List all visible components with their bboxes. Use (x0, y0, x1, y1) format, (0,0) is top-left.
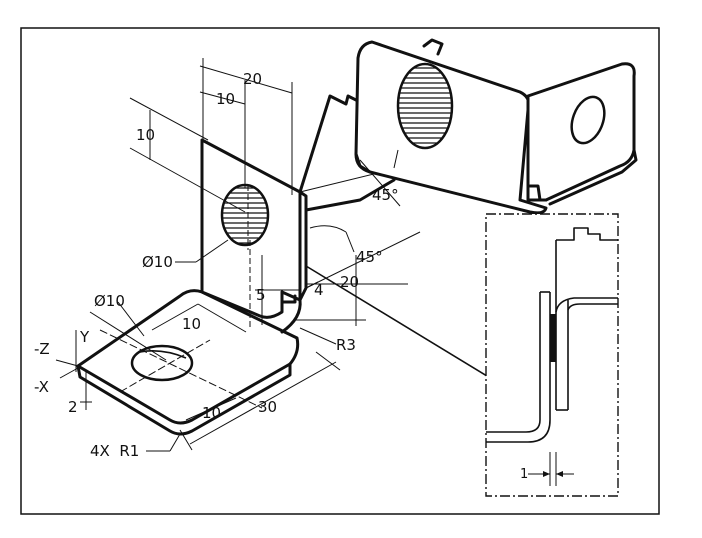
label-dim-4: 4 (314, 281, 324, 299)
dimension-labels: 20 10 10 Ø10 Ø10 10 5 4 20 R3 45° 45° 30… (34, 70, 528, 482)
label-dim-20-top: 20 (243, 70, 262, 88)
label-axis-neg-z: -Z (34, 340, 50, 358)
label-rad-r1: 4X R1 (90, 442, 139, 460)
label-axis-neg-x: -X (34, 378, 49, 396)
label-angle-45-b: 45° (356, 248, 383, 266)
dimension-lines (55, 58, 511, 452)
label-dim-5: 5 (256, 286, 266, 304)
main-bracket-view (76, 94, 421, 436)
label-dim-2: 2 (68, 398, 78, 416)
wing-hole (570, 95, 606, 145)
label-detail-1: 1 (520, 467, 528, 482)
drawing-frame (20, 27, 660, 515)
label-dim-10-left: 10 (136, 126, 155, 144)
label-dia-10-flange: Ø10 (142, 253, 173, 271)
label-dim-10-bottom: 10 (202, 404, 221, 422)
label-axis-y: Y (79, 328, 90, 346)
label-dim-10-top: 10 (216, 90, 235, 108)
label-dim-30: 30 (258, 398, 277, 416)
label-rad-r3: R3 (336, 336, 356, 354)
label-dim-10-base: 10 (182, 315, 201, 333)
label-dia-10-base: Ø10 (94, 292, 125, 310)
label-angle-45-a: 45° (372, 186, 399, 204)
detail-view (485, 213, 619, 497)
rotated-bracket-view (354, 38, 638, 215)
label-dim-20-right: 20 (340, 273, 359, 291)
